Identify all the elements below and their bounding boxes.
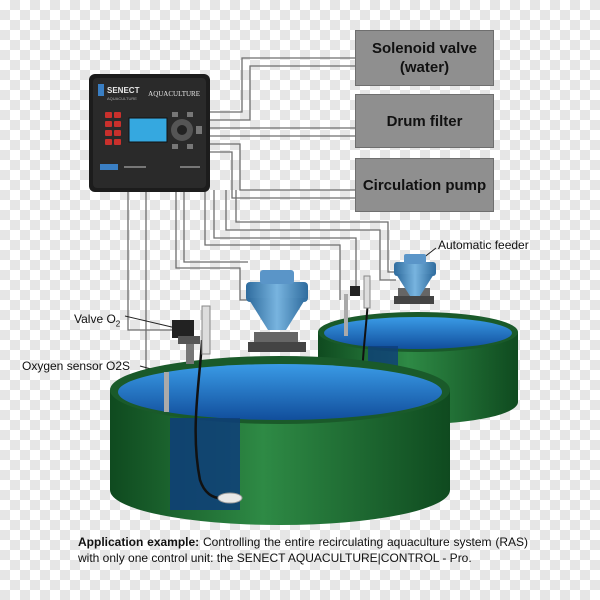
control-unit: SENECT AQUACULTURE AQUACULTURE xyxy=(89,74,210,192)
valve-o2-subscript: 2 xyxy=(115,319,121,329)
solenoid-valve-label: Solenoid valve (water) xyxy=(371,40,478,76)
controller-screen xyxy=(128,117,168,143)
automatic-feeder-back xyxy=(394,254,436,304)
caption-text: Controlling the entire recirculating aqu… xyxy=(78,535,528,565)
controller-brand-text: SENECT xyxy=(107,86,140,95)
controller-product-text: AQUACULTURE xyxy=(148,90,200,98)
caption-bold: Application example: xyxy=(78,535,200,549)
solenoid-valve-box: Solenoid valve (water) xyxy=(355,30,494,86)
caption: Application example: Controlling the ent… xyxy=(78,534,528,566)
automatic-feeder-label: Automatic feeder xyxy=(438,238,529,252)
front-fish-tank xyxy=(110,305,450,525)
drum-filter-label: Drum filter xyxy=(386,112,463,130)
controller-brand-sub-text: AQUACULTURE xyxy=(107,96,137,101)
oxygen-sensor-label: Oxygen sensor O2S xyxy=(22,359,131,373)
automatic-feeder-front xyxy=(246,270,308,352)
drum-filter-box: Drum filter xyxy=(355,94,494,148)
valve-o2-text: Valve O xyxy=(74,312,116,326)
valve-o2-label: Valve O2 xyxy=(74,312,120,328)
circulation-pump-label: Circulation pump xyxy=(362,176,487,194)
circulation-pump-box: Circulation pump xyxy=(355,158,494,212)
